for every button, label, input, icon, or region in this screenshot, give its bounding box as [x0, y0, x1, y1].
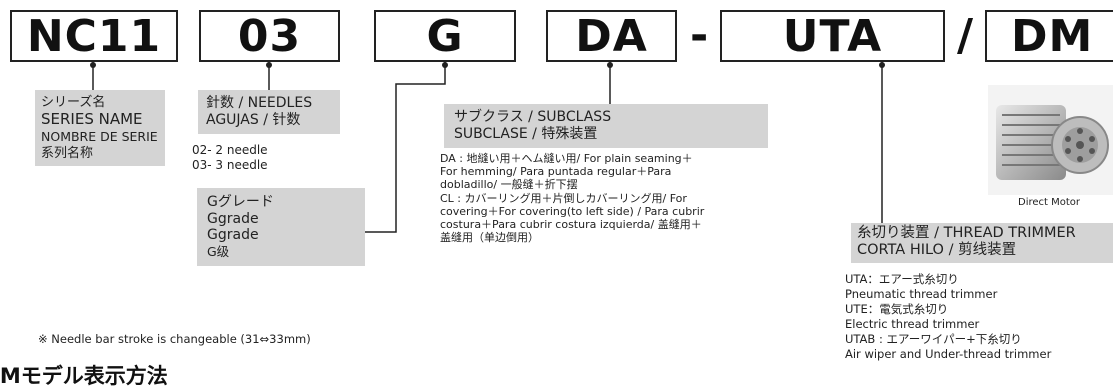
subclass-desc-line: dobladillo/ 一般缝＋折下摆: [440, 178, 578, 192]
trimmer-item: Electric thread trimmer: [845, 317, 980, 331]
grade-label: Gグレード Ggrade Ggrade G级: [197, 188, 365, 266]
subclass-desc-line: costura＋Para cubrir costura izquierda/ 盖…: [440, 218, 702, 232]
needles-item: 03- 3 needle: [192, 158, 268, 172]
subclass-label-line-2: SUBCLASE / 特殊装置: [454, 126, 598, 142]
needles-dot: [266, 62, 272, 68]
trimmer-label: 糸切り装置 / THREAD TRIMMER CORTA HILO / 剪线装置: [851, 223, 1113, 263]
needles-list: 02- 2 needle 03- 3 needle: [192, 143, 268, 173]
needles-code: 03: [237, 10, 302, 62]
subclass-desc-line: covering＋For covering(to left side) / Pa…: [440, 204, 705, 218]
grade-label-line-4: G级: [207, 243, 230, 259]
subclass-label: サブクラス / SUBCLASS SUBCLASE / 特殊装置: [444, 104, 768, 148]
trimmer-item: Air wiper and Under-thread trimmer: [845, 347, 1052, 361]
subclass-label-line-1: サブクラス / SUBCLASS: [454, 109, 612, 125]
subclass-desc-line: For hemming/ Para puntada regular＋Para: [440, 165, 672, 179]
motor-code-box: DM: [985, 10, 1113, 62]
needles-label-line-1: 針数 / NEEDLES: [206, 95, 313, 111]
footnote: ※ Needle bar stroke is changeable (31⇔33…: [38, 332, 311, 346]
trimmer-item: UTA：エアー式糸切り: [845, 272, 959, 286]
trimmer-label-line-2: CORTA HILO / 剪线装置: [857, 242, 1017, 258]
series-code: NC11: [26, 10, 162, 62]
grade-label-line-1: Gグレード: [207, 194, 274, 210]
grade-code-box: G: [374, 10, 516, 62]
direct-motor-image: [988, 85, 1113, 195]
grade-connector: [365, 62, 446, 233]
subclass-desc-line: CL : カバーリング用＋片倒しカバーリング用/ For: [440, 191, 687, 205]
series-label-line-3: NOMBRE DE SERIE: [41, 129, 158, 144]
subclass-dot: [607, 62, 613, 68]
subclass-code-box: DA: [546, 10, 677, 62]
motor-caption: Direct Motor: [1018, 197, 1081, 208]
grade-dot: [442, 62, 448, 68]
series-label-line-2: SERIES NAME: [41, 110, 143, 128]
trimmer-list: UTA：エアー式糸切り Pneumatic thread trimmer UTE…: [845, 272, 1051, 362]
subclass-desc-line: 盖缝用（单边倒用）: [440, 231, 539, 245]
trimmer-dot: [879, 62, 885, 68]
subclass-description: DA : 地縫い用＋ヘム縫い用/ For plain seaming＋ For …: [440, 152, 704, 244]
trimmer-code: UTA: [782, 10, 883, 62]
trimmer-code-box: UTA: [720, 10, 945, 62]
subclass-desc-line: DA : 地縫い用＋ヘム縫い用/ For plain seaming＋: [440, 152, 693, 165]
grade-label-line-2: Ggrade: [207, 210, 259, 227]
motor-code: DM: [1011, 10, 1094, 62]
series-label-line-4: 系列名称: [41, 146, 94, 161]
series-dot: [90, 62, 96, 68]
trimmer-item: UTAB : エアーワイパー+下糸切り: [845, 332, 1022, 346]
slash-separator: /: [957, 10, 974, 61]
subclass-code: DA: [575, 10, 648, 62]
grade-code: G: [426, 10, 464, 62]
trimmer-item: Pneumatic thread trimmer: [845, 287, 998, 301]
section-title: JMモデル表示方法: [0, 364, 168, 388]
needles-code-box: 03: [199, 10, 340, 62]
needles-item: 02- 2 needle: [192, 143, 268, 157]
connector-lines: [90, 62, 885, 233]
needles-label-line-2: AGUJAS / 针数: [206, 112, 301, 128]
series-label-line-1: シリーズ名: [41, 95, 106, 110]
trimmer-label-line-1: 糸切り装置 / THREAD TRIMMER: [857, 225, 1076, 241]
series-label: シリーズ名 SERIES NAME NOMBRE DE SERIE 系列名称: [35, 90, 165, 166]
trimmer-item: UTE：電気式糸切り: [845, 302, 949, 316]
grade-label-line-3: Ggrade: [207, 227, 259, 243]
series-code-box: NC11: [10, 10, 178, 62]
dash-separator: -: [690, 10, 709, 61]
needles-label: 針数 / NEEDLES AGUJAS / 针数: [198, 90, 340, 134]
